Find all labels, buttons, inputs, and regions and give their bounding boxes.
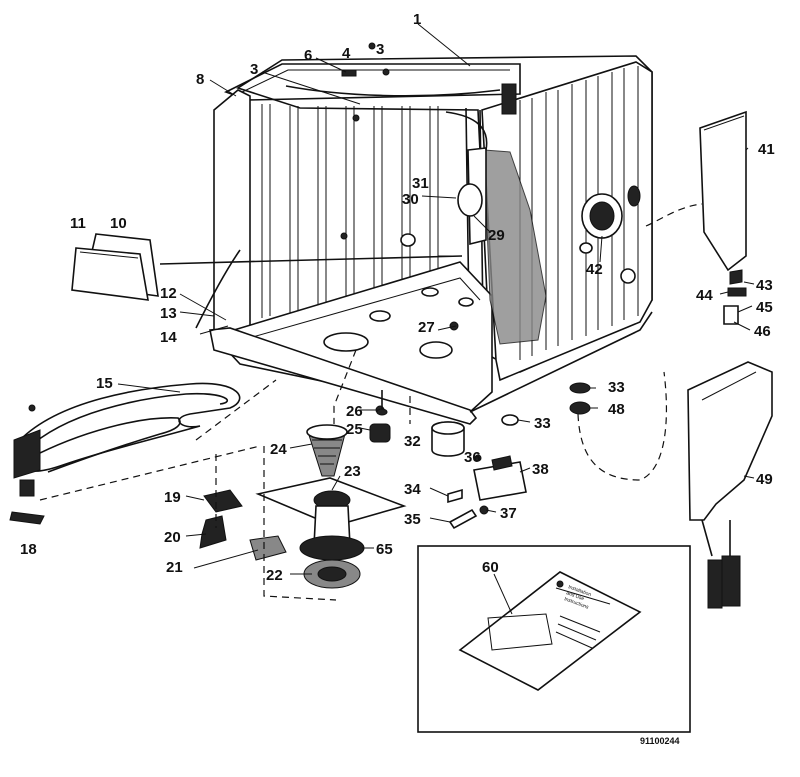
callout-15: 15 — [96, 375, 113, 392]
control-panel-41 — [645, 110, 747, 325]
callout-33b: 33 — [534, 415, 551, 432]
manual-box: Installation and Use Instructions — [417, 545, 691, 733]
leader-lines — [117, 23, 755, 575]
door-seal-panel — [71, 233, 159, 301]
callout-49: 49 — [756, 471, 773, 488]
callout-38: 38 — [532, 461, 549, 478]
callout-4: 4 — [342, 45, 351, 62]
callout-29: 29 — [488, 227, 505, 244]
callout-21: 21 — [166, 559, 183, 576]
connection-lines — [39, 349, 411, 601]
callout-20: 20 — [164, 529, 181, 546]
callout-25: 25 — [346, 421, 363, 438]
callout-22: 22 — [266, 567, 283, 584]
callout-46: 46 — [754, 323, 771, 340]
callout-41: 41 — [758, 141, 775, 158]
callout-42: 42 — [586, 261, 603, 278]
callout-27: 27 — [418, 319, 435, 336]
callout-33a: 33 — [608, 379, 625, 396]
callout-37: 37 — [500, 505, 517, 522]
callout-12: 12 — [160, 285, 177, 302]
tub-cabinet — [159, 42, 653, 425]
callout-19: 19 — [164, 489, 181, 506]
callout-6: 6 — [304, 47, 312, 64]
toe-panel-49 — [687, 361, 773, 609]
callout-11: 11 — [70, 215, 86, 232]
drawing-code: 91100244 — [640, 736, 680, 746]
callout-30: 30 — [402, 191, 419, 208]
callout-34: 34 — [404, 481, 421, 498]
callout-3b: 3 — [250, 61, 258, 78]
callout-60: 60 — [482, 559, 499, 576]
callout-26: 26 — [346, 403, 363, 420]
callout-35: 35 — [404, 511, 421, 528]
callout-23: 23 — [344, 463, 361, 480]
callout-43: 43 — [756, 277, 773, 294]
callout-32: 32 — [404, 433, 421, 450]
callout-3a: 3 — [376, 41, 384, 58]
callout-31: 31 — [412, 175, 429, 192]
heating-element — [9, 382, 241, 525]
callout-10: 10 — [110, 215, 127, 232]
callout-24: 24 — [270, 441, 287, 458]
pump-assembly — [199, 390, 407, 589]
callout-1: 1 — [413, 11, 421, 28]
callout-48: 48 — [608, 401, 625, 418]
callout-18: 18 — [20, 541, 37, 558]
callout-65: 65 — [376, 541, 393, 558]
callout-14: 14 — [160, 329, 177, 346]
callout-44: 44 — [696, 287, 713, 304]
callout-8: 8 — [196, 71, 204, 88]
callout-13: 13 — [160, 305, 177, 322]
callout-labels: 1 3 4 6 3 8 31 30 29 42 11 10 12 13 14 1… — [20, 11, 775, 584]
callout-36: 36 — [464, 449, 481, 466]
callout-45: 45 — [756, 299, 773, 316]
